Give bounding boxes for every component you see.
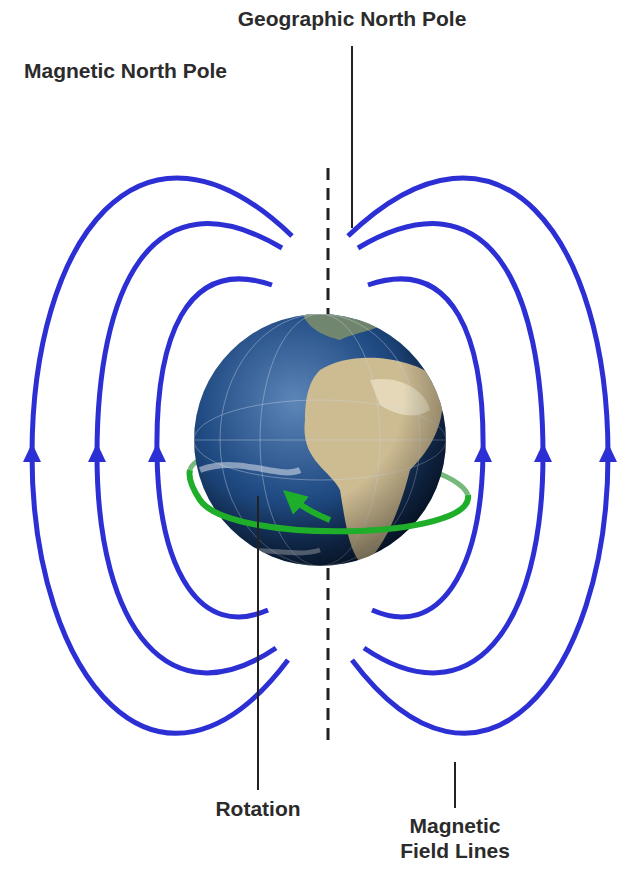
label-text: Magnetic North Pole (24, 58, 227, 83)
leader-line (257, 496, 259, 790)
field-arrows (23, 443, 617, 462)
label-text: Magnetic Field Lines (390, 813, 520, 863)
field-lines (32, 178, 608, 733)
leader-line (454, 762, 456, 808)
rotation-ring (189, 470, 468, 531)
label-text: Rotation (215, 796, 300, 821)
label-text: Geographic North Pole (238, 6, 467, 31)
rotation-arrow (292, 498, 330, 520)
leader-line (351, 46, 353, 228)
